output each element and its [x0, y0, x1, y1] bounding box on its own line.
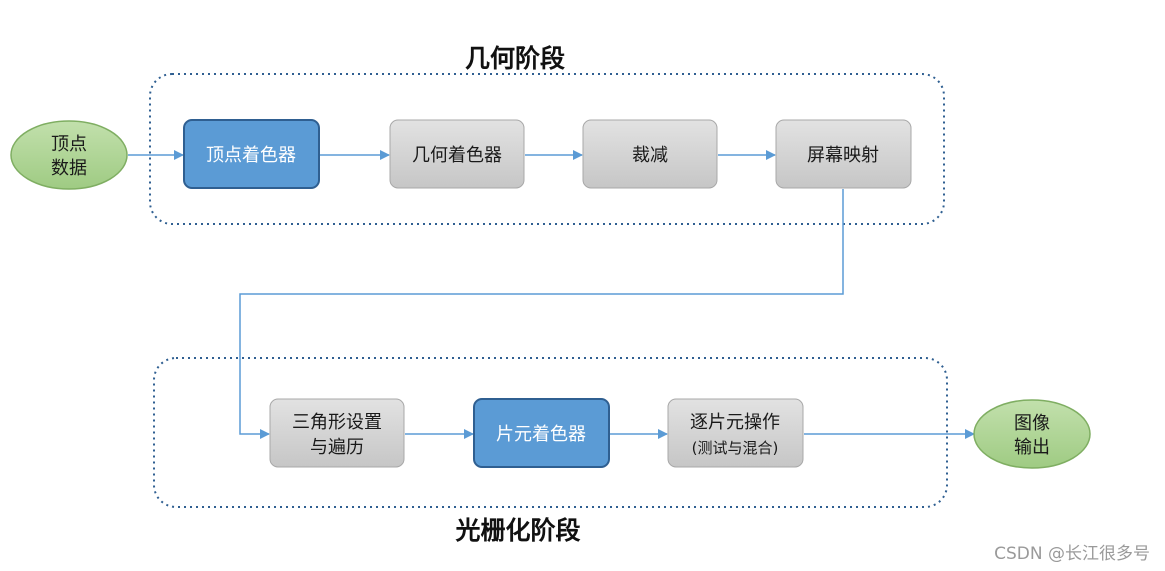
node-screen-mapping: 屏幕映射	[775, 119, 912, 189]
node-screen-mapping-label: 屏幕映射	[807, 145, 879, 166]
node-clipping-label: 裁减	[632, 145, 668, 166]
node-clipping: 裁减	[582, 119, 718, 189]
node-image-output-line2: 输出	[1014, 437, 1050, 458]
node-per-fragment-ops: 逐片元操作 (测试与混合)	[667, 398, 804, 468]
node-per-fragment-ops-line1: 逐片元操作	[690, 412, 780, 433]
node-geometry-shader: 几何着色器	[389, 119, 525, 189]
node-image-output-line1: 图像	[1014, 413, 1050, 434]
node-vertex-shader: 顶点着色器	[183, 119, 320, 189]
node-per-fragment-ops-line2: (测试与混合)	[692, 439, 779, 457]
node-fragment-shader-label: 片元着色器	[496, 424, 586, 445]
geometry-stage-title: 几何阶段	[465, 44, 565, 73]
node-image-output: 图像 输出	[973, 399, 1091, 469]
node-vertex-data-line2: 数据	[51, 158, 87, 179]
node-triangle-setup: 三角形设置 与遍历	[269, 398, 405, 468]
watermark: CSDN @长江很多号	[994, 544, 1150, 564]
node-triangle-setup-line1: 三角形设置	[292, 412, 382, 433]
raster-stage-frame	[153, 357, 948, 508]
node-vertex-data: 顶点 数据	[10, 120, 128, 190]
arrow-screenmapping-to-trianglesetup	[239, 189, 844, 439]
node-fragment-shader: 片元着色器	[473, 398, 610, 468]
node-geometry-shader-label: 几何着色器	[412, 145, 502, 166]
node-vertex-shader-label: 顶点着色器	[206, 145, 296, 166]
node-triangle-setup-line2: 与遍历	[310, 437, 364, 458]
node-vertex-data-line1: 顶点	[51, 134, 87, 155]
raster-stage-title: 光栅化阶段	[454, 516, 580, 545]
